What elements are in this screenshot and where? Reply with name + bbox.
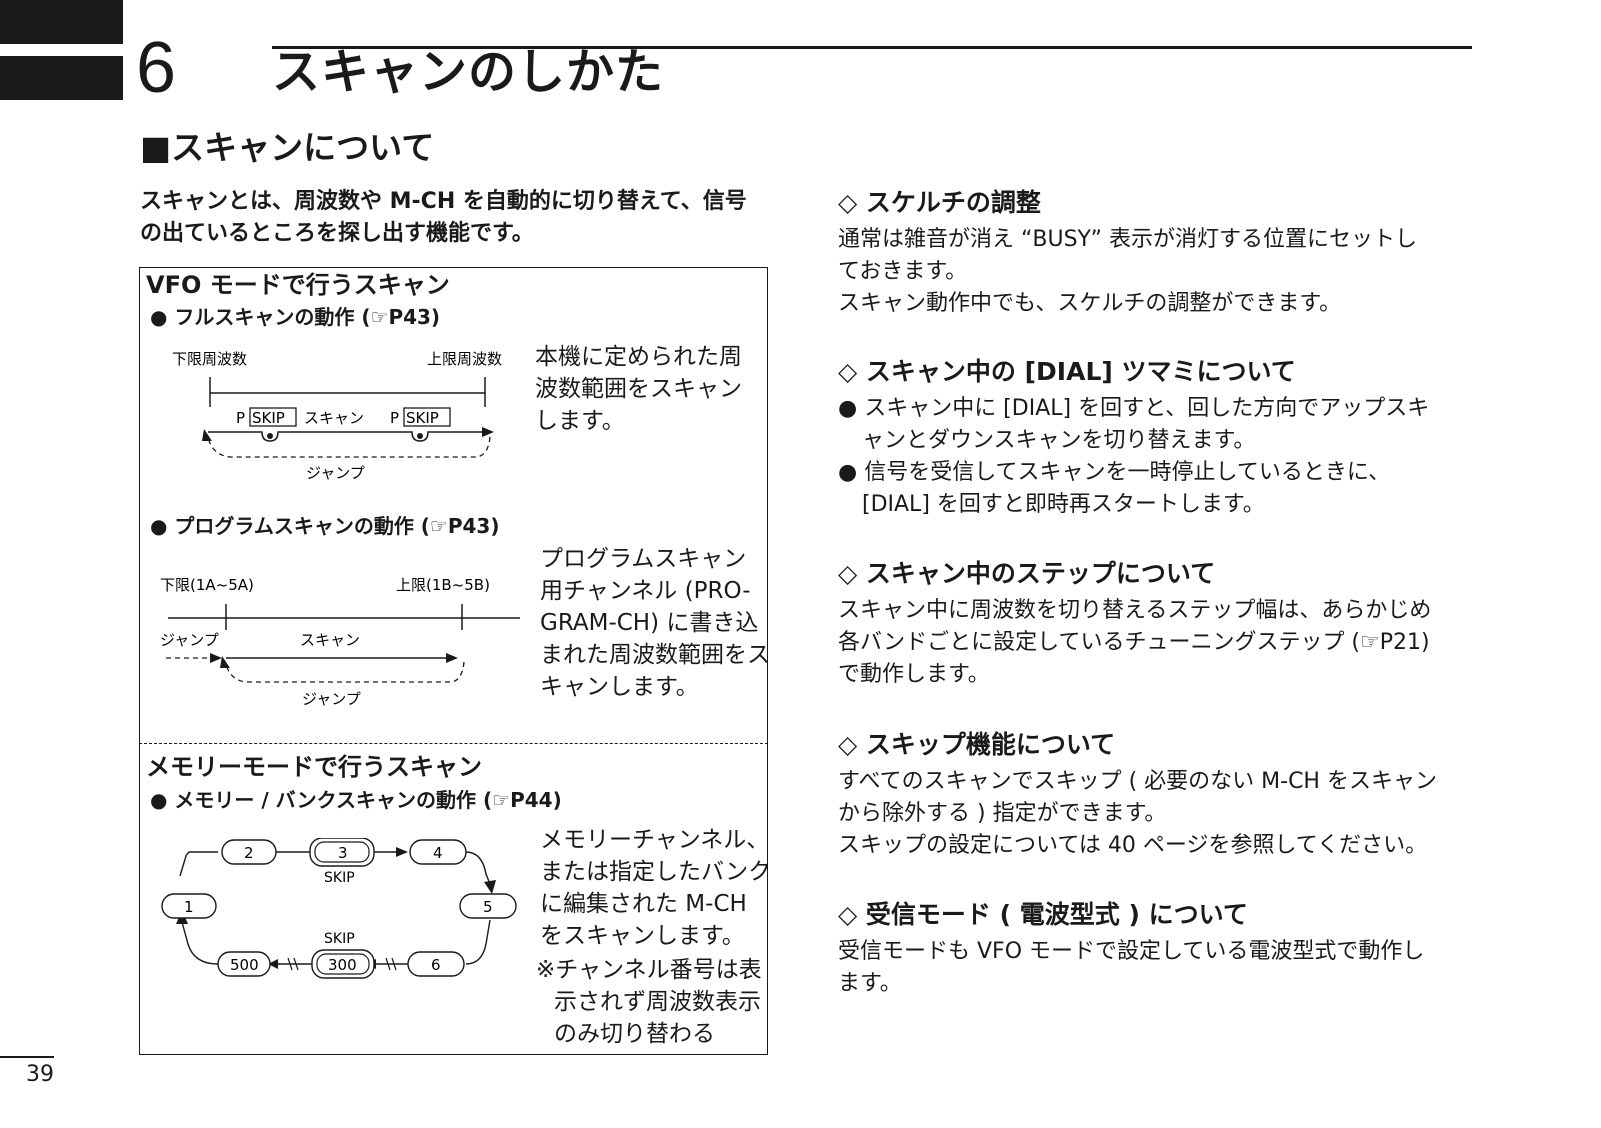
body-line: 受信モードも VFO モードで設定している電波型式で動作し bbox=[838, 939, 1425, 964]
scan-label: スキャン bbox=[300, 631, 360, 649]
memory-scan-diagram: 2 3 SKIP 4 1 5 SKIP 500 300 6 bbox=[161, 838, 517, 979]
body-line: ● スキャン中に [DIAL] を回すと、回した方向でアップスキ bbox=[838, 396, 1430, 421]
chapter-number: 6 bbox=[136, 28, 177, 108]
chapter-title: スキャンのしかた bbox=[272, 44, 665, 100]
body-line: スキャン動作中でも、スケルチの調整ができます。 bbox=[838, 291, 1342, 316]
intro-line: の出ているところを探し出す機能です。 bbox=[140, 221, 534, 246]
box-divider bbox=[139, 743, 768, 744]
page-number: 39 bbox=[26, 1062, 54, 1087]
jump-label: ジャンプ bbox=[160, 631, 219, 649]
skip-label: SKIP bbox=[324, 870, 355, 886]
desc-line: 本機に定められた周 bbox=[535, 344, 742, 370]
squelch-section: ◇ スケルチの調整 通常は雑音が消え “BUSY” 表示が消灯する位置にセットし… bbox=[838, 186, 1478, 320]
memory-scan-title: メモリーモードで行うスキャン bbox=[146, 753, 482, 781]
upper-limit-label: 上限(1B~5B) bbox=[396, 576, 490, 594]
desc-line: メモリーチャンネル、 bbox=[540, 827, 770, 853]
p-label: P bbox=[236, 409, 245, 427]
body-line: すべてのスキャンでスキップ ( 必要のない M-CH をスキャン bbox=[838, 769, 1437, 794]
channel-1: 1 bbox=[184, 898, 194, 916]
channel-5: 5 bbox=[483, 898, 493, 916]
desc-line: に編集された M-CH bbox=[540, 891, 747, 917]
channel-500: 500 bbox=[230, 956, 259, 974]
body-line: 通常は雑音が消え “BUSY” 表示が消灯する位置にセットし bbox=[838, 227, 1417, 252]
jump-label: ジャンプ bbox=[302, 690, 361, 708]
channel-300: 300 bbox=[328, 956, 357, 974]
note-line: ※チャンネル番号は表 bbox=[536, 957, 762, 983]
body-line: ● 信号を受信してスキャンを一時停止しているときに、 bbox=[838, 460, 1391, 485]
desc-line: プログラムスキャン bbox=[540, 546, 747, 572]
body-line: で動作します。 bbox=[838, 662, 990, 687]
p-label: P bbox=[390, 409, 399, 427]
channel-4: 4 bbox=[433, 844, 443, 862]
vfo-scan-title: VFO モードで行うスキャン bbox=[146, 271, 450, 299]
page-number-rule bbox=[0, 1056, 54, 1058]
step-section: ◇ スキャン中のステップについて スキャン中に周波数を切り替えるステップ幅は、あ… bbox=[838, 557, 1478, 691]
desc-line: します。 bbox=[535, 408, 625, 434]
full-scan-bullet: ● フルスキャンの動作 (☞P43) bbox=[150, 305, 441, 329]
step-heading: ◇ スキャン中のステップについて bbox=[838, 559, 1216, 588]
lower-limit-label: 下限(1A~5A) bbox=[160, 576, 254, 594]
header-bar-bottom bbox=[0, 56, 123, 100]
section-title: ■スキャンについて bbox=[140, 128, 435, 167]
body-line: ャンとダウンスキャンを切り替えます。 bbox=[862, 428, 1256, 453]
skip-section: ◇ スキップ機能について すべてのスキャンでスキップ ( 必要のない M-CH … bbox=[838, 728, 1478, 862]
squelch-heading: ◇ スケルチの調整 bbox=[838, 188, 1041, 217]
upper-limit-label: 上限周波数 bbox=[427, 350, 502, 368]
intro-text: スキャンとは、周波数や M-CH を自動的に切り替えて、信号 の出ているところを… bbox=[140, 186, 780, 250]
body-line: から除外する ) 指定ができます。 bbox=[838, 801, 1167, 826]
skip-label: SKIP bbox=[324, 931, 355, 947]
body-line: ておきます。 bbox=[838, 259, 968, 284]
lower-limit-label: 下限周波数 bbox=[172, 350, 247, 368]
mode-heading: ◇ 受信モード ( 電波型式 ) について bbox=[838, 900, 1248, 929]
skip-heading: ◇ スキップ機能について bbox=[838, 730, 1116, 759]
desc-line: GRAM-CH) に書き込 bbox=[540, 610, 759, 636]
memory-scan-note: ※チャンネル番号は表 示されず周波数表示 のみ切り替わる bbox=[536, 954, 762, 1050]
note-line: のみ切り替わる bbox=[554, 1021, 715, 1047]
body-line: ます。 bbox=[838, 971, 902, 996]
channel-3: 3 bbox=[338, 844, 348, 862]
full-scan-desc: 本機に定められた周 波数範囲をスキャン します。 bbox=[535, 341, 742, 437]
program-scan-bullet: ● プログラムスキャンの動作 (☞P43) bbox=[150, 514, 500, 538]
jump-label: ジャンプ bbox=[306, 464, 365, 482]
full-scan-diagram: 下限周波数 上限周波数 P SKIP スキャン P SKIP ジャンプ bbox=[172, 350, 502, 482]
dial-heading: ◇ スキャン中の [DIAL] ツマミについて bbox=[838, 357, 1296, 386]
dial-section: ◇ スキャン中の [DIAL] ツマミについて ● スキャン中に [DIAL] … bbox=[838, 355, 1478, 521]
scan-modes-box bbox=[139, 267, 768, 1055]
body-line: スキップの設定については 40 ページを参照してください。 bbox=[838, 833, 1428, 858]
program-scan-desc: プログラムスキャン 用チャンネル (PRO- GRAM-CH) に書き込 まれた… bbox=[540, 543, 770, 703]
body-line: 各バンドごとに設定しているチューニングステップ (☞P21) bbox=[838, 630, 1430, 655]
mode-section: ◇ 受信モード ( 電波型式 ) について 受信モードも VFO モードで設定し… bbox=[838, 898, 1478, 1000]
memory-scan-bullet: ● メモリー / バンクスキャンの動作 (☞P44) bbox=[150, 788, 562, 812]
desc-line: をスキャンします。 bbox=[540, 923, 745, 949]
desc-line: まれた周波数範囲をス bbox=[540, 642, 770, 668]
memory-scan-desc: メモリーチャンネル、 または指定したバンク に編集された M-CH をスキャンし… bbox=[540, 824, 771, 952]
intro-line: スキャンとは、周波数や M-CH を自動的に切り替えて、信号 bbox=[140, 189, 747, 214]
body-line: [DIAL] を回すと即時再スタートします。 bbox=[862, 492, 1265, 517]
skip-label: SKIP bbox=[406, 409, 439, 427]
desc-line: または指定したバンク bbox=[540, 859, 772, 885]
header-bar-top bbox=[0, 0, 123, 44]
channel-6: 6 bbox=[431, 956, 441, 974]
desc-line: 用チャンネル (PRO- bbox=[540, 578, 751, 604]
desc-line: 波数範囲をスキャン bbox=[535, 376, 742, 402]
body-line: スキャン中に周波数を切り替えるステップ幅は、あらかじめ bbox=[838, 598, 1432, 623]
skip-label: SKIP bbox=[252, 409, 285, 427]
channel-2: 2 bbox=[244, 844, 254, 862]
note-line: 示されず周波数表示 bbox=[554, 989, 761, 1015]
scan-label: スキャン bbox=[304, 409, 364, 427]
desc-line: キャンします。 bbox=[540, 674, 699, 700]
program-scan-diagram: 下限(1A~5A) 上限(1B~5B) ジャンプ スキャン ジャンプ bbox=[160, 576, 520, 708]
header-rule bbox=[272, 46, 1472, 49]
